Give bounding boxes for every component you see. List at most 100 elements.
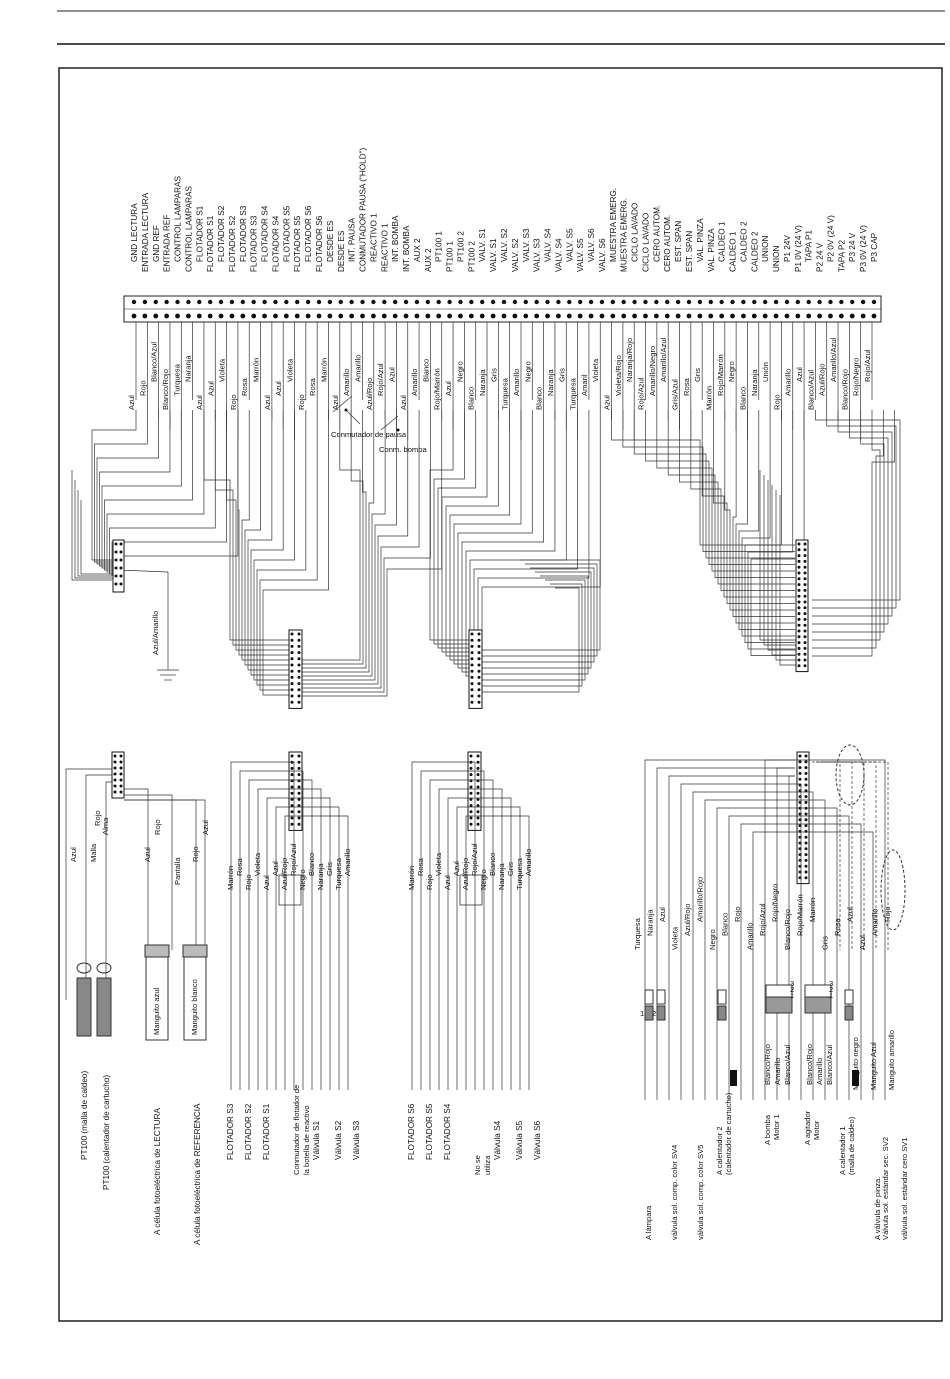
actuator-label: Motor — [812, 1120, 821, 1140]
wire-color-label: Amarillo — [343, 849, 352, 876]
wire-path — [91, 410, 137, 561]
wire-color-label: Marrón — [319, 358, 328, 382]
connector-pin — [797, 565, 801, 569]
terminal-pin — [436, 299, 441, 305]
terminal-pin — [610, 299, 616, 305]
wire-path — [812, 410, 893, 617]
wire-path — [470, 410, 590, 689]
wire-path — [738, 410, 795, 630]
pin-number: 1 — [829, 991, 833, 1000]
connector-pin — [476, 773, 480, 777]
connector-pin — [476, 804, 480, 808]
terminal-pin — [186, 299, 191, 305]
wire-color-label: Gris — [821, 936, 830, 950]
wire-path — [750, 410, 805, 656]
connector-pin — [297, 688, 301, 692]
connector-pin — [113, 760, 117, 764]
terminal-screw — [675, 313, 681, 319]
terminal-label: PT100 2 — [456, 231, 465, 262]
actuator-label: válvula sol. comp. color SV5 — [696, 1145, 705, 1240]
wire-color-label: Amarillo — [342, 369, 351, 396]
wire-color-label: Rosa — [235, 857, 244, 876]
wire-path — [732, 410, 795, 617]
section-label: Válvula S5 — [515, 1120, 524, 1160]
wire-color-label: Malla — [89, 843, 98, 862]
wire-color-label: Azul — [206, 381, 215, 396]
terminal-label: GND REF — [152, 225, 161, 262]
wire-color-label: Rojo/Marrón — [716, 354, 725, 396]
connector-pin — [797, 612, 801, 616]
wire-path — [253, 410, 295, 681]
terminal-pin — [762, 299, 768, 305]
connector-pin — [804, 766, 808, 770]
terminal-pin — [403, 299, 409, 305]
connector-pin — [797, 646, 801, 650]
connector-pin — [297, 657, 301, 661]
wire-path — [656, 767, 795, 1100]
terminal-label: CALDEO 1 — [729, 231, 738, 272]
wire-path — [101, 410, 182, 569]
terminal-screw — [643, 313, 648, 319]
terminal-screw — [751, 313, 757, 319]
terminal-label: P1 24V — [783, 235, 792, 262]
connector-pin — [477, 663, 481, 667]
connector-pin — [798, 760, 802, 764]
wire-color-label: Rojo — [191, 846, 200, 862]
connector-pin — [797, 664, 801, 668]
wire-path — [287, 806, 340, 1090]
wire-path — [764, 759, 795, 1100]
connector-pin — [297, 773, 301, 777]
wire-color-label: Azul — [127, 395, 136, 410]
terminal-pin — [828, 299, 833, 305]
connector-pin — [290, 791, 294, 795]
connector-pin — [119, 754, 123, 758]
connector-pin — [297, 754, 301, 758]
terminal-screw — [784, 313, 790, 319]
terminal-screw — [610, 313, 616, 319]
terminal-screw — [838, 313, 844, 319]
wire-path — [124, 799, 206, 950]
wire-color-label: Rojo/Azul — [863, 349, 872, 382]
connector-pin — [119, 772, 123, 776]
wire-path — [759, 470, 796, 641]
terminal-screw — [501, 313, 507, 319]
terminal-label: PT100 1 — [446, 241, 455, 272]
terminal-screw — [860, 313, 866, 319]
terminal-pin — [469, 299, 474, 305]
terminal-pin — [153, 299, 158, 305]
terminal-screw — [741, 313, 746, 319]
connector-pin — [470, 700, 474, 704]
wire-path — [470, 410, 578, 685]
plug-bottom — [644, 1005, 654, 1021]
terminal-label: REACTIVO 1 — [380, 223, 389, 272]
pin-number: 2 — [790, 985, 794, 994]
terminal-pin — [632, 299, 637, 305]
wire-path — [300, 410, 361, 661]
wire-color-label: Violeta — [218, 358, 227, 382]
wire-path — [466, 797, 512, 1090]
wire-path — [437, 410, 477, 649]
section-label: Válvula S3 — [352, 1120, 361, 1160]
terminal-label: MUESTRA EMERG. — [609, 188, 618, 262]
motor-wire-label: Amarillo — [815, 1058, 824, 1085]
wire-color-label: Naranja — [497, 863, 506, 890]
section-label: FLOTADOR S2 — [244, 1103, 253, 1160]
terminal-screw — [632, 313, 637, 319]
wire-color-label: Marrón — [407, 866, 416, 890]
terminal-screw — [273, 313, 278, 319]
wire-color-label: Azul/Rojo — [280, 858, 289, 891]
wire-color-label: Blanco/Rojo — [783, 909, 792, 950]
terminal-label: PT100 1 — [435, 231, 444, 262]
connector-pin — [114, 582, 118, 586]
wire-color-label: Rojo/Azul — [637, 377, 646, 410]
wire-path — [411, 761, 466, 1090]
connector-pin — [797, 559, 801, 563]
wire-path — [482, 567, 595, 663]
wire-path — [680, 783, 795, 1100]
wire-color-label: Azul — [274, 381, 283, 396]
terminal-label: MUESTRA EMERG. — [620, 198, 629, 272]
terminal-pin — [262, 299, 267, 305]
connector-housing — [112, 539, 125, 593]
wire-path — [453, 410, 522, 665]
